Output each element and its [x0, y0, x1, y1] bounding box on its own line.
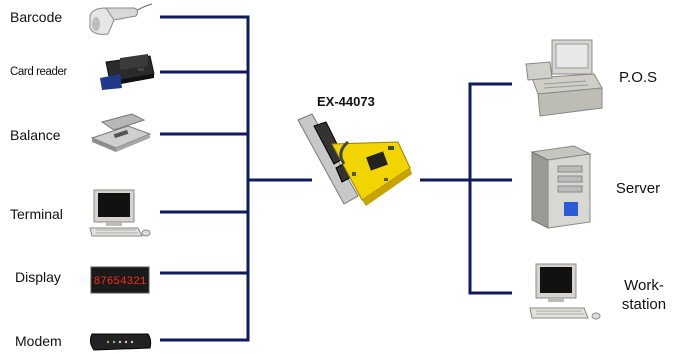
- serial-pcie-card-icon: [297, 113, 412, 206]
- balance-scale-icon: [90, 113, 152, 152]
- server-tower-icon: [530, 145, 592, 229]
- device-label-workstation: Work- station: [604, 276, 684, 314]
- workstation-icon: [529, 263, 601, 320]
- led-display-icon: 87654321: [90, 266, 150, 294]
- card-model-label: EX-44073: [317, 94, 375, 109]
- terminal-icon: [89, 189, 151, 237]
- device-label-pos: P.O.S: [618, 69, 658, 86]
- card-reader-icon: [100, 54, 155, 90]
- led-display-digits: 87654321: [94, 276, 147, 288]
- device-label-terminal: Terminal: [10, 206, 63, 222]
- device-label-workstation-line2: station: [621, 296, 667, 313]
- device-label-modem: Modem: [15, 333, 62, 349]
- device-label-barcode: Barcode: [10, 9, 63, 25]
- barcode-scanner-icon: [89, 3, 153, 35]
- device-label-balance: Balance: [10, 127, 61, 143]
- modem-icon: [89, 333, 152, 351]
- device-label-server: Server: [615, 180, 661, 197]
- device-label-display: Display: [15, 269, 61, 285]
- pos-terminal-icon: [525, 39, 603, 117]
- device-label-card-reader: Card reader: [10, 66, 67, 78]
- device-label-workstation-line1: Work-: [624, 277, 664, 294]
